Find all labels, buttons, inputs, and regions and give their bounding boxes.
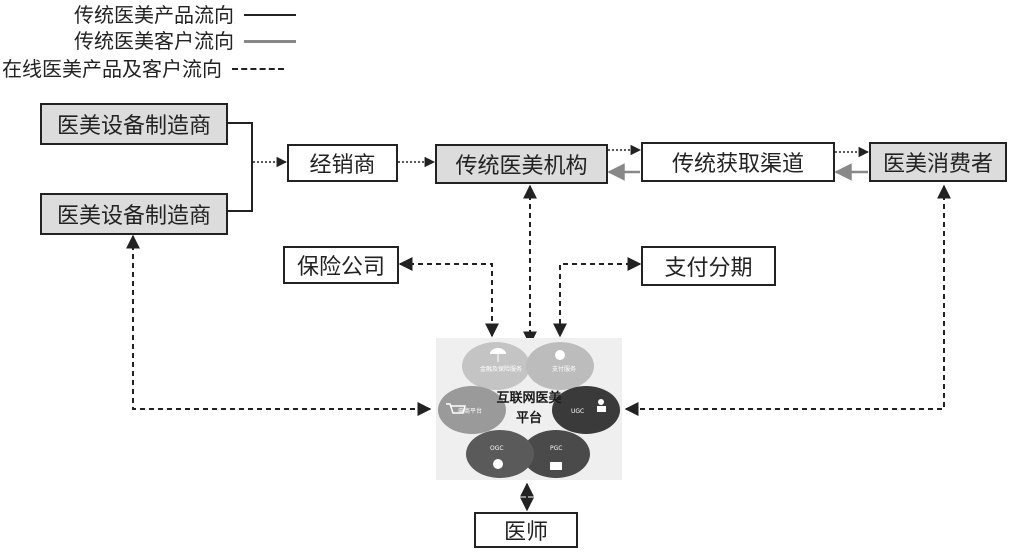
petal-ugc — [552, 386, 620, 434]
node-label: 医师 — [503, 520, 548, 545]
legend-traditional-product: 传统医美产品流向 — [74, 2, 296, 28]
legend-traditional-customer: 传统医美客户流向 — [74, 28, 296, 54]
legend-label: 在线医美产品及客户流向 — [2, 57, 222, 81]
legend-label: 传统医美客户流向 — [74, 29, 234, 53]
petal-label-finance: 金融及保险服务 — [480, 365, 522, 373]
manufacturer-bracket — [228, 122, 253, 212]
internet-platform: 金融及保险服务 支付服务 UGC PGC OGC 电商平台 互联网医美 平台 — [436, 338, 622, 480]
arrow-manufacturer-platform — [126, 234, 432, 416]
people-icon — [597, 399, 606, 412]
umbrella-icon — [490, 348, 506, 362]
node-traditional-institution: 传统医美机构 — [435, 144, 608, 184]
node-label: 保险公司 — [296, 255, 385, 280]
node-insurance: 保险公司 — [283, 246, 399, 284]
node-label: 医美设备制造商 — [56, 114, 211, 139]
arrow-insurance-platform — [398, 257, 499, 338]
node-label: 传统获取渠道 — [671, 152, 804, 177]
petal-label-ecommerce: 电商平台 — [458, 407, 482, 415]
petal-pgc — [522, 430, 590, 478]
arrow-installment-platform — [553, 257, 642, 338]
node-label: 支付分期 — [664, 256, 753, 281]
node-traditional-channel: 传统获取渠道 — [641, 142, 835, 182]
presenter-icon — [550, 462, 562, 470]
node-doctor: 医师 — [474, 512, 578, 548]
platform-flower: 金融及保险服务 支付服务 UGC PGC OGC 电商平台 互联网医美 平台 — [436, 338, 622, 480]
node-label: 医美设备制造商 — [56, 204, 211, 229]
petal-label-ugc: UGC — [571, 408, 584, 415]
money-bag-icon — [555, 350, 565, 360]
petal-label-ogc: OGC — [490, 445, 504, 452]
petal-ogc — [466, 430, 534, 478]
petal-payment — [526, 342, 594, 390]
node-installment: 支付分期 — [641, 246, 776, 286]
legend-gray-line — [244, 39, 296, 43]
petal-finance — [462, 342, 530, 390]
petal-label-pgc: PGC — [550, 445, 562, 452]
node-distributor: 经销商 — [287, 144, 398, 182]
node-label: 经销商 — [309, 153, 376, 178]
platform-title-line2: 平台 — [516, 410, 542, 426]
node-label: 医美消费者 — [882, 152, 993, 177]
node-manufacturer-2: 医美设备制造商 — [40, 193, 228, 235]
question-icon — [493, 459, 503, 469]
node-consumer: 医美消费者 — [869, 142, 1007, 182]
legend-online-flow: 在线医美产品及客户流向 — [2, 56, 284, 82]
node-manufacturer-1: 医美设备制造商 — [40, 103, 228, 145]
legend-dashed-line — [232, 68, 284, 70]
node-label: 传统医美机构 — [455, 154, 588, 179]
petal-label-payment: 支付服务 — [552, 365, 576, 373]
legend-solid-line — [244, 14, 296, 16]
arrow-consumer-platform — [624, 184, 951, 416]
cart-icon — [446, 403, 466, 414]
platform-title-line1: 互联网医美 — [496, 390, 562, 406]
petal-ecommerce — [438, 386, 506, 434]
legend-label: 传统医美产品流向 — [74, 3, 234, 27]
